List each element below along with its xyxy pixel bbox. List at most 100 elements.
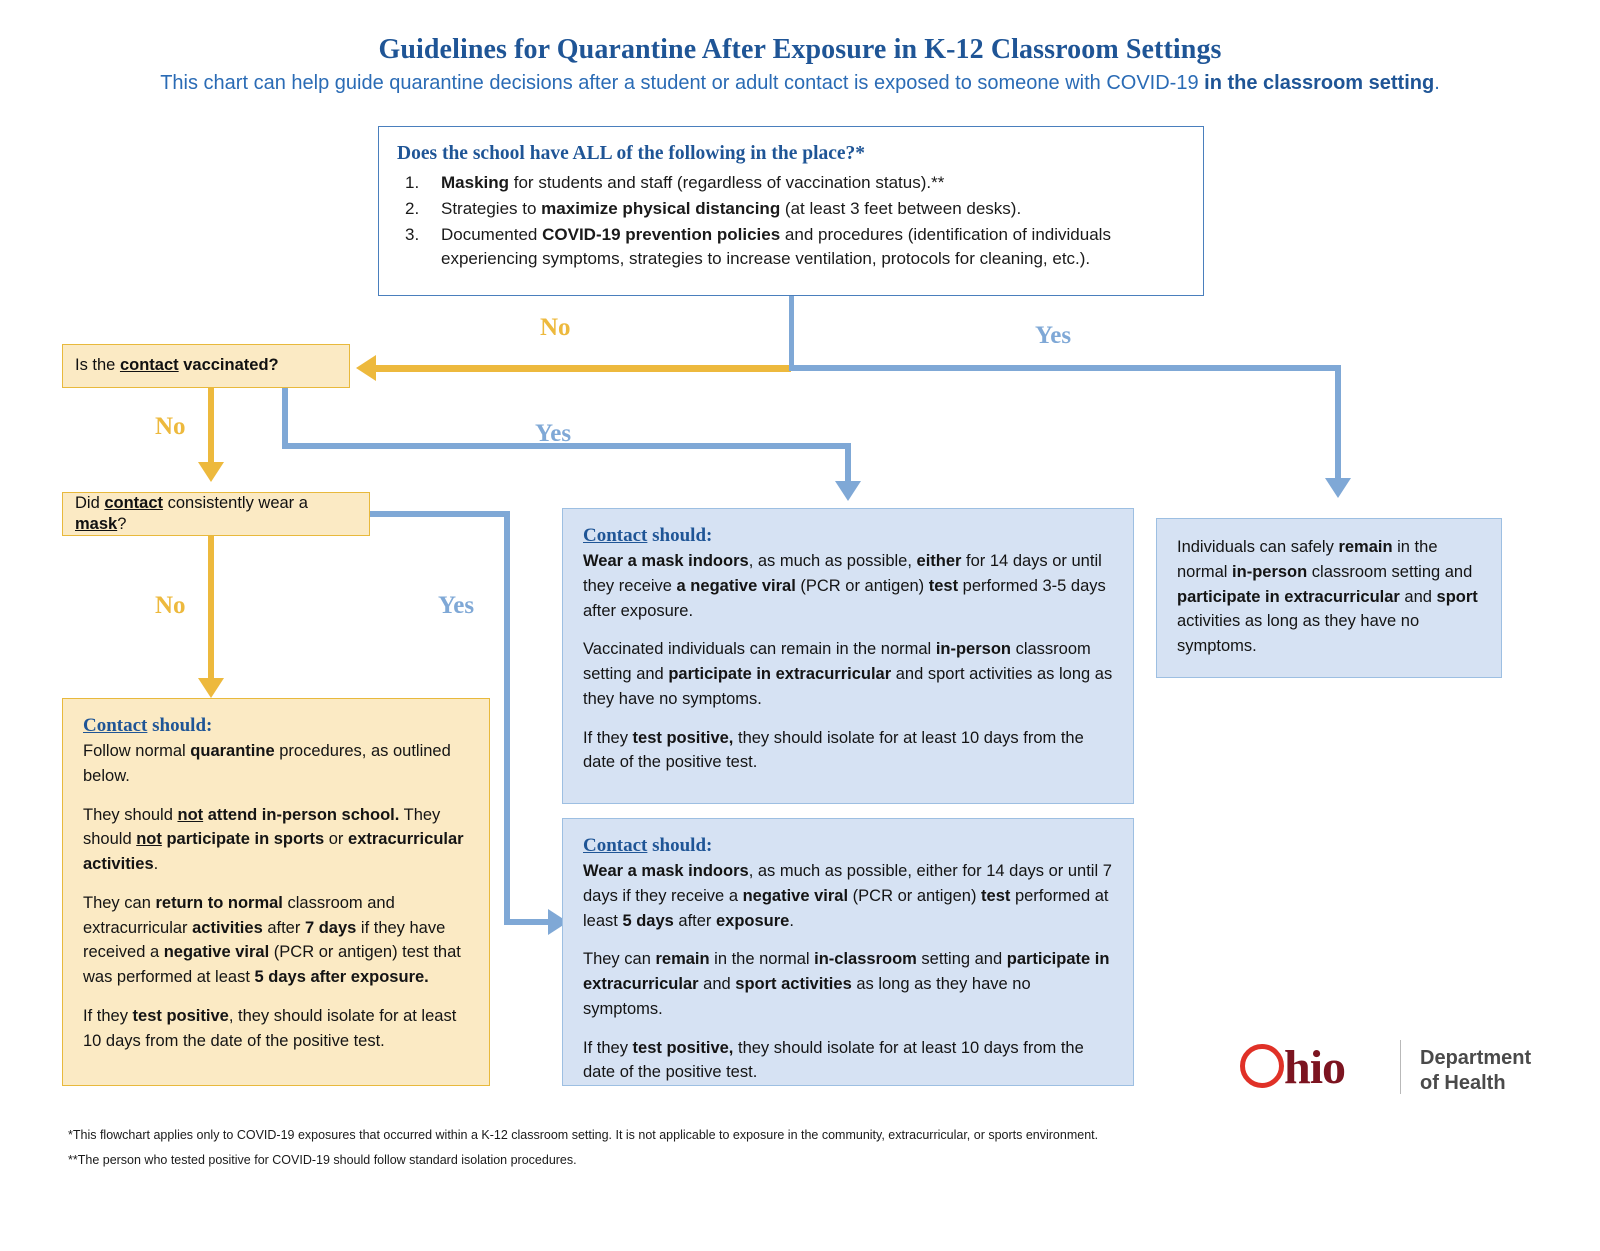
- list-rest: for students and staff (regardless of va…: [509, 173, 945, 192]
- logo-dept-line1: Department: [1420, 1047, 1532, 1069]
- text-run: .: [789, 911, 794, 930]
- outcome-paragraph: They should not attend in-person school.…: [83, 803, 469, 877]
- connector-no-arrowhead: [356, 355, 376, 381]
- bold-run: test: [981, 886, 1011, 905]
- question-box-heading: Does the school have ALL of the followin…: [397, 143, 1185, 165]
- outcome-paragraph: They can remain in the normal in-classro…: [583, 947, 1113, 1021]
- text-run: and sport activities as long as they hav…: [583, 665, 1113, 708]
- text-run: , as much as possible, either for 14 day…: [583, 862, 1112, 905]
- decision-vaccinated-text: Is the contact vaccinated?: [75, 355, 279, 376]
- connector-vax-no-arrowhead: [198, 462, 224, 482]
- list-item: 1.Masking for students and staff (regard…: [397, 171, 1185, 195]
- bold-underline-run: not: [177, 805, 204, 824]
- decision-key: contact: [104, 493, 164, 512]
- bold-run: sport: [1436, 587, 1478, 606]
- text-run: performed at least: [583, 886, 1109, 930]
- text-run: They can: [583, 950, 656, 969]
- connector-yes-arrowhead: [1325, 478, 1351, 498]
- heading-post: of the following in the place?*: [611, 143, 866, 164]
- outcome-heading-rest: should:: [647, 835, 713, 856]
- decision-post: ?: [117, 515, 127, 533]
- ohio-department-of-health-logo: hio Department of Health: [1240, 1038, 1531, 1100]
- text-run: They should: [83, 805, 441, 849]
- outcome-vaccinated-heading: Contact should:: [583, 525, 1113, 547]
- connector-mask-no-arrowhead: [198, 678, 224, 698]
- list-bold: COVID-19 prevention policies: [542, 225, 781, 245]
- logo-dept-line2: of Health: [1420, 1072, 1506, 1095]
- bold-underline-run: not: [136, 830, 162, 849]
- text-run: classroom setting and: [583, 640, 1091, 683]
- text-run: classroom setting and: [1307, 562, 1473, 581]
- bold-run: remain: [1338, 538, 1393, 556]
- connector-mask-yes-vertical: [504, 511, 510, 925]
- bold-run: negative viral: [742, 886, 849, 905]
- outcome-paragraph: Vaccinated individuals can remain in the…: [583, 637, 1113, 711]
- list-bold: Masking: [441, 173, 510, 192]
- bold-run: a negative viral: [676, 576, 796, 595]
- ohio-o-ring-icon: [1240, 1044, 1284, 1088]
- decision-did-contact-wear-mask: Did contact consistently wear a mask?: [62, 492, 370, 536]
- requirements-list: 1.Masking for students and staff (regard…: [397, 171, 1185, 272]
- decision-post: vaccinated?: [178, 356, 279, 375]
- list-bold: maximize physical distancing: [541, 199, 781, 219]
- page-subtitle: This chart can help guide quarantine dec…: [0, 72, 1600, 95]
- outcome-masked-box: Contact should: Wear a mask indoors, as …: [562, 818, 1134, 1086]
- label-no-top: No: [540, 314, 571, 341]
- outcome-paragraph: Wear a mask indoors, as much as possible…: [583, 549, 1113, 623]
- decision-mask-text: Did contact consistently wear a mask?: [75, 493, 357, 536]
- bold-run: activities: [192, 918, 263, 937]
- text-run: If they: [583, 1038, 633, 1057]
- bold-run: 5 days: [622, 911, 674, 930]
- subtitle-plain: This chart can help guide quarantine dec…: [160, 72, 1205, 94]
- connector-yes-vertical: [1335, 365, 1341, 485]
- bold-run: exposure: [716, 911, 790, 930]
- connector-vax-yes-arrowhead: [835, 481, 861, 501]
- text-run: Vaccinated individuals can remain in the…: [583, 640, 936, 659]
- text-run: If they: [583, 728, 633, 747]
- bold-run: test positive,: [632, 728, 734, 747]
- outcome-quarantine-heading: Contact should:: [83, 715, 469, 737]
- connector-vax-no-vertical: [208, 388, 214, 468]
- connector-mask-yes-horizontal-1: [370, 511, 510, 517]
- text-run: they should isolate for at least 10 days…: [583, 1038, 1084, 1082]
- list-number: 3.: [405, 225, 420, 245]
- bold-run: either: [916, 552, 962, 570]
- text-run: they should isolate for at least 10 days…: [583, 728, 1084, 772]
- list-rest: and procedures (identification of indivi…: [441, 225, 1111, 269]
- list-rest: (at least 3 feet between desks).: [780, 199, 1022, 219]
- text-run: They can: [83, 893, 156, 912]
- list-pre: Documented: [441, 225, 543, 245]
- decision-mid: consistently wear a: [163, 493, 308, 512]
- bold-run: test: [928, 576, 959, 595]
- connector-yes-horizontal: [789, 365, 1341, 371]
- bold-run: participate in extracurricular: [1177, 587, 1400, 606]
- bold-run: in-person: [935, 640, 1011, 659]
- bold-run: sport activities: [735, 975, 852, 993]
- decision-key: contact: [119, 356, 179, 375]
- text-run: If they: [83, 1006, 133, 1025]
- heading-all: ALL: [572, 143, 612, 164]
- connector-mask-no-vertical: [208, 536, 214, 683]
- label-yes-top: Yes: [1035, 322, 1072, 349]
- connector-no-horizontal: [376, 365, 791, 372]
- logo-divider: [1400, 1040, 1401, 1094]
- bold-run: Wear a mask indoors: [583, 862, 749, 880]
- text-run: in the normal: [1177, 538, 1438, 581]
- decision-pre: Did: [75, 493, 105, 512]
- bold-run: participate in extracurricular: [583, 950, 1110, 993]
- text-run: as long as they have no symptoms.: [583, 975, 1031, 1018]
- text-run: or: [324, 830, 349, 849]
- connector-vax-yes-horizontal: [282, 443, 851, 449]
- text-run: (PCR or antigen) test that was performed…: [83, 943, 461, 986]
- logo-department-name: Department of Health: [1420, 1046, 1531, 1096]
- outcome-paragraph: Wear a mask indoors, as much as possible…: [583, 859, 1113, 933]
- heading-mid: have: [524, 143, 573, 164]
- outcome-vaccinated-body: Wear a mask indoors, as much as possible…: [583, 549, 1113, 775]
- outcome-masked-heading: Contact should:: [583, 835, 1113, 857]
- connector-vax-yes-stem: [282, 388, 288, 448]
- heading-pre: Does the: [397, 143, 473, 164]
- text-run: They should: [83, 805, 178, 824]
- text-run: (PCR or antigen): [795, 576, 929, 595]
- bold-run: test positive,: [632, 1038, 734, 1057]
